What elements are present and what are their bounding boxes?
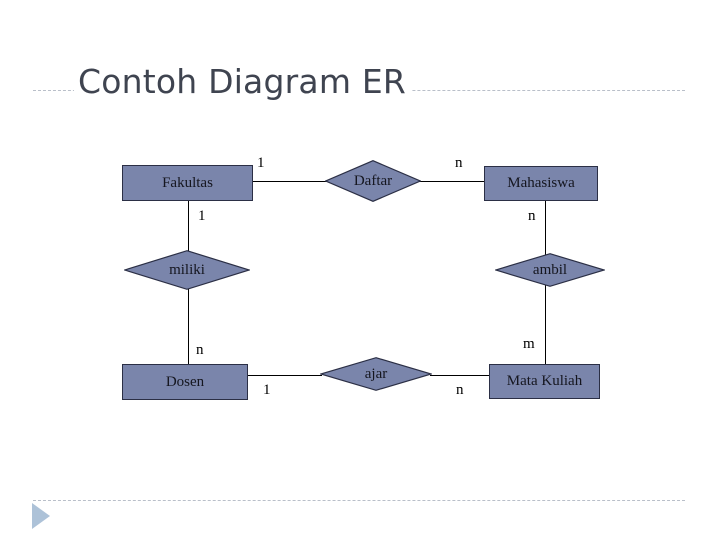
entity-fakultas[interactable]: Fakultas	[122, 165, 253, 201]
connector-fakultas-miliki	[188, 200, 189, 252]
cardinality-mahasiswa-ambil: n	[528, 208, 536, 224]
cardinality-miliki-dosen: n	[196, 342, 204, 358]
relationship-ajar[interactable]: ajar	[320, 357, 432, 391]
cardinality-dosen-ajar: 1	[263, 382, 271, 398]
cardinality-ambil-matakuliah: m	[523, 336, 535, 352]
play-triangle-icon[interactable]	[32, 503, 50, 529]
cardinality-ajar-matakuliah: n	[456, 382, 464, 398]
footer-divider-line	[33, 500, 685, 501]
entity-mata-kuliah[interactable]: Mata Kuliah	[489, 364, 600, 399]
relationship-ambil[interactable]: ambil	[495, 253, 605, 287]
connector-dosen-ajar	[248, 375, 322, 376]
cardinality-daftar-mahasiswa: n	[455, 155, 463, 171]
entity-mahasiswa-label: Mahasiswa	[507, 175, 575, 191]
entity-mahasiswa[interactable]: Mahasiswa	[484, 166, 598, 201]
diamond-shape-daftar	[325, 160, 421, 202]
diamond-shape-miliki	[124, 250, 250, 290]
entity-dosen-label: Dosen	[165, 373, 205, 390]
cardinality-fakultas-daftar: 1	[257, 155, 265, 171]
connector-daftar-mahasiswa	[419, 181, 485, 182]
relationship-daftar[interactable]: Daftar	[325, 160, 421, 202]
entity-dosen[interactable]: Dosen	[122, 364, 248, 400]
connector-ambil-matakuliah	[545, 285, 546, 365]
relationship-miliki[interactable]: miliki	[124, 250, 250, 290]
connector-fakultas-daftar	[253, 181, 327, 182]
entity-fakultas-label: Fakultas	[162, 174, 213, 191]
cardinality-fakultas-miliki: 1	[198, 208, 206, 224]
entity-mata-kuliah-label: Mata Kuliah	[506, 373, 583, 389]
page-title: Contoh Diagram ER	[74, 62, 413, 102]
diamond-shape-ajar	[320, 357, 432, 391]
diamond-shape-ambil	[495, 253, 605, 287]
connector-miliki-dosen	[188, 288, 189, 365]
connector-ajar-matakuliah	[430, 375, 490, 376]
connector-mahasiswa-ambil	[545, 200, 546, 255]
